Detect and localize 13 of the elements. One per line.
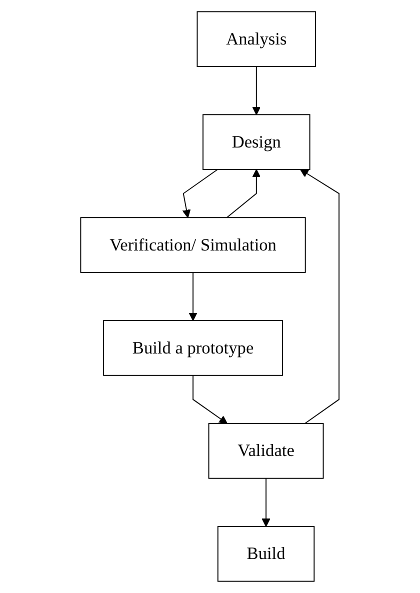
node-box: Build a prototype (103, 320, 284, 376)
arrow (300, 169, 340, 424)
arrow (262, 478, 270, 527)
arrow (226, 169, 261, 218)
node-box: Build (218, 526, 315, 582)
node-box: Design (202, 114, 310, 170)
arrow (252, 66, 261, 116)
node-box: Analysis (196, 11, 316, 68)
arrow (182, 169, 218, 218)
node-box: Verification/ Simulation (80, 217, 306, 273)
arrow (192, 374, 228, 424)
node-box: Validate (208, 423, 324, 479)
arrow (188, 272, 198, 321)
